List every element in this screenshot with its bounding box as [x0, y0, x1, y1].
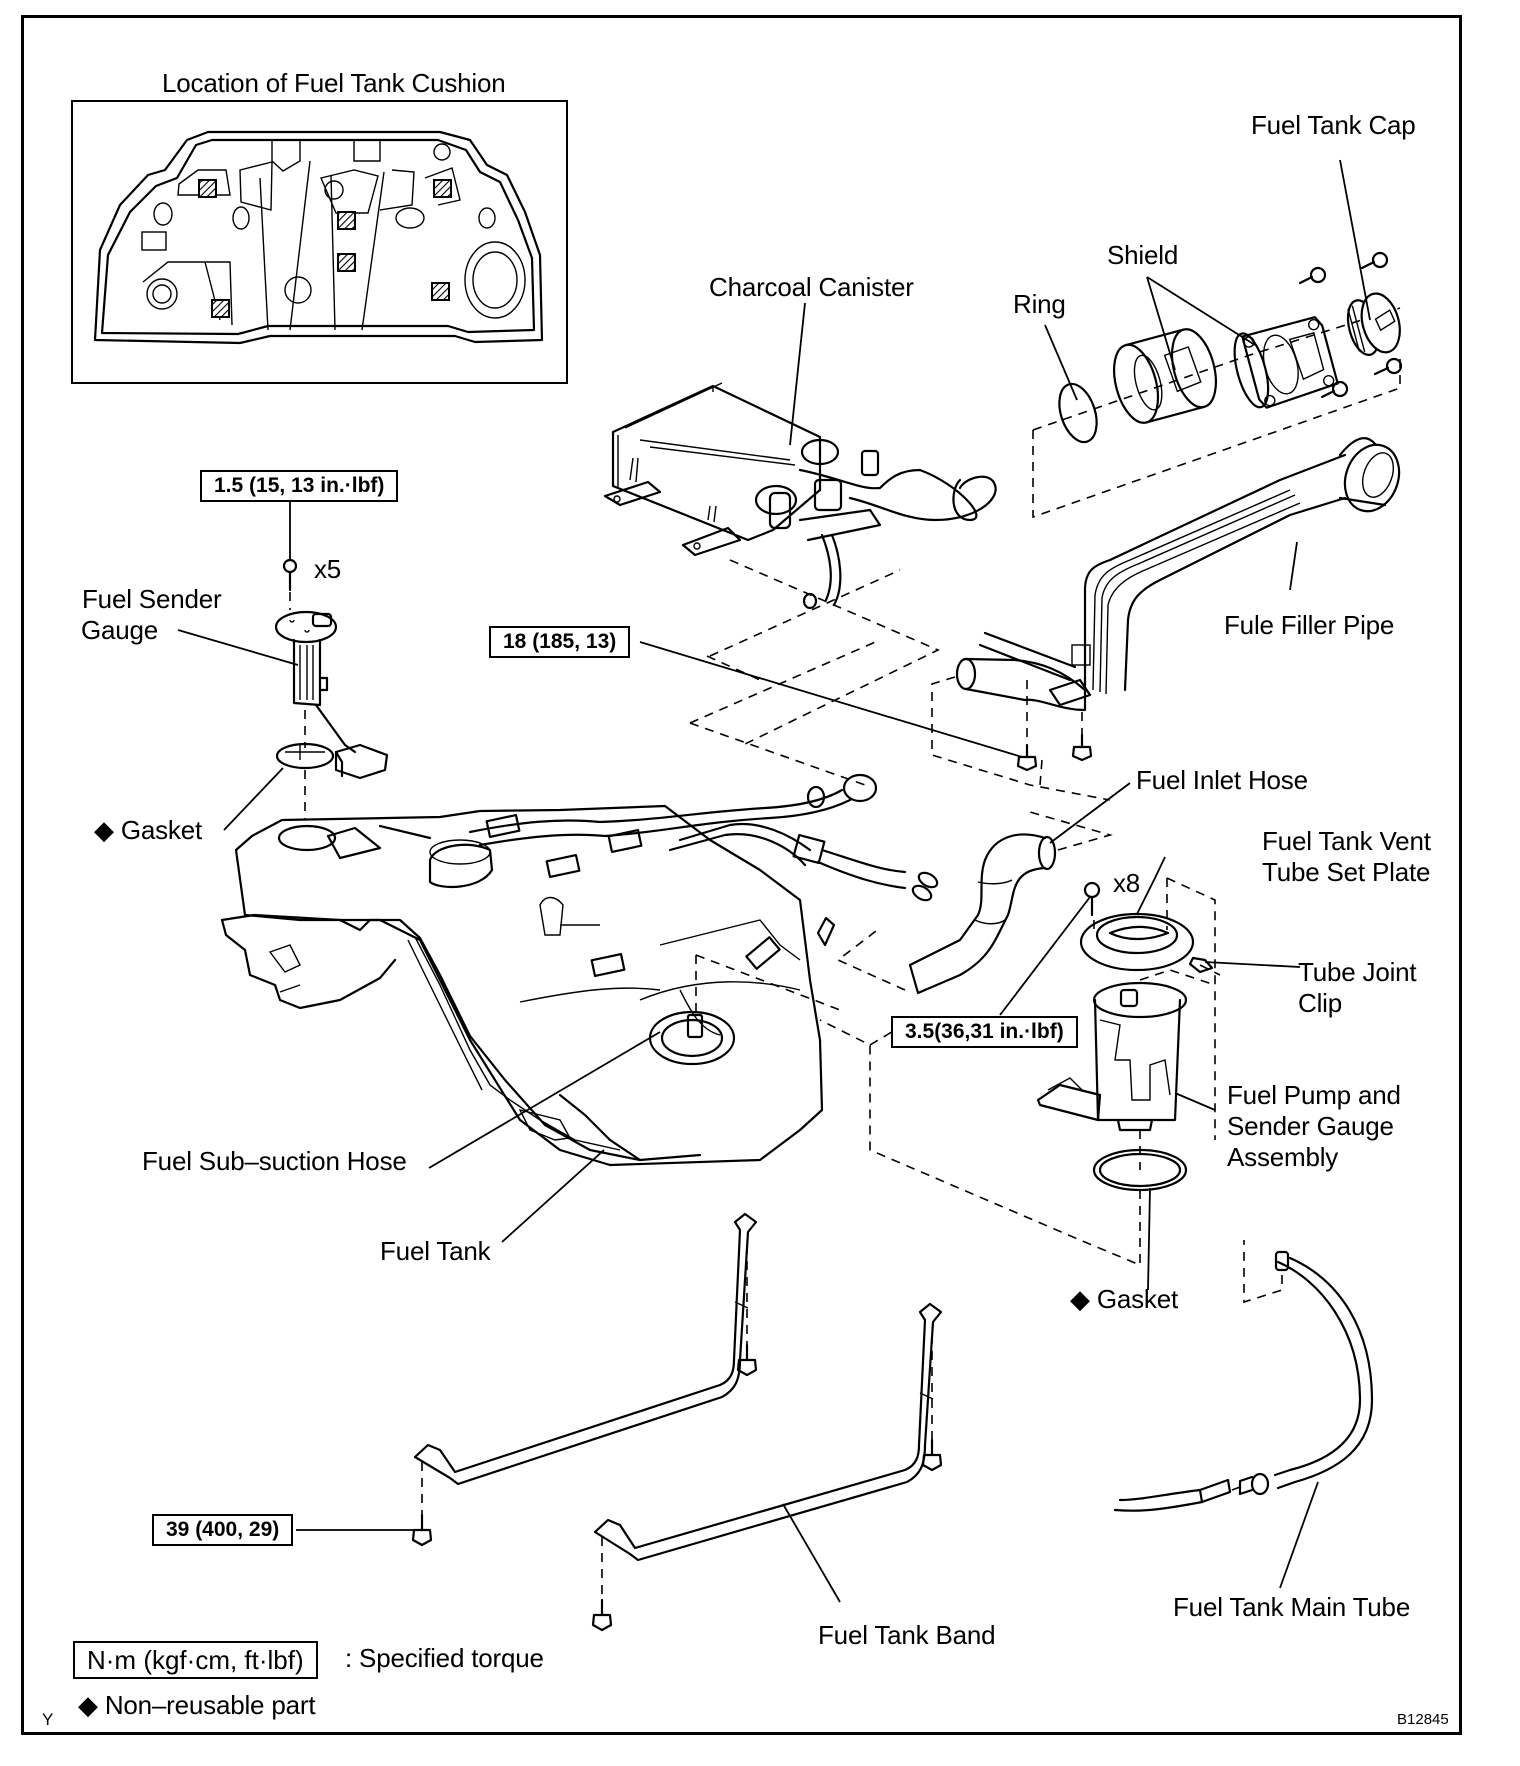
- label-fuel-tank-main-tube: Fuel Tank Main Tube: [1173, 1592, 1411, 1622]
- non-reusable-diamond-icon: ◆: [94, 815, 114, 845]
- label-vent-plate-1: Fuel Tank Vent: [1262, 826, 1431, 856]
- fuel-tank-main-tube: [1113, 1240, 1374, 1512]
- label-gasket-bottom: ◆ Gasket: [1070, 1284, 1178, 1315]
- label-vent-plate-2: Tube Set Plate: [1262, 857, 1431, 887]
- fuel-tank: [220, 773, 939, 1167]
- label-tube-joint-clip-1: Tube Joint: [1298, 957, 1417, 987]
- charcoal-canister: [603, 382, 997, 610]
- fuel-filler-pipe: [931, 437, 1401, 801]
- label-gasket-top-text: Gasket: [120, 815, 202, 845]
- label-charcoal-canister: Charcoal Canister: [709, 272, 914, 302]
- torque-sender-gauge-screw: 1.5 (15, 13 in.·lbf): [200, 470, 399, 502]
- label-fuel-sender-gauge-2: Gauge: [81, 615, 159, 645]
- label-pump-assembly-2: Sender Gauge: [1227, 1111, 1394, 1141]
- label-fuel-inlet-hose: Fuel Inlet Hose: [1136, 765, 1308, 795]
- torque-filler-pipe-bolt: 18 (185, 13): [489, 626, 631, 658]
- fuel-inlet-hose: [836, 811, 1113, 995]
- label-shield: Shield: [1107, 240, 1179, 270]
- label-pump-assembly-3: Assembly: [1227, 1142, 1339, 1172]
- leader-lines: [177, 159, 1371, 1603]
- diagram-frame: [21, 15, 1462, 1735]
- cushion-inset: [71, 100, 568, 384]
- label-fuel-sub-suction-hose: Fuel Sub–suction Hose: [142, 1146, 407, 1176]
- fuel-sender-gauge: [274, 497, 389, 820]
- legend-torque-units-box: N·m (kgf·cm, ft·lbf): [73, 1641, 318, 1679]
- label-fuel-tank-cap: Fuel Tank Cap: [1251, 110, 1416, 140]
- torque-tank-band-bolt: 39 (400, 29): [152, 1514, 294, 1546]
- non-reusable-diamond-icon: ◆: [78, 1690, 98, 1720]
- inset-title: Location of Fuel Tank Cushion: [162, 68, 506, 98]
- label-fuel-tank: Fuel Tank: [380, 1236, 491, 1266]
- pump-assembly: [819, 877, 1221, 1267]
- label-pump-assembly-1: Fuel Pump and: [1227, 1080, 1401, 1110]
- qty-vent-plate-screws: x8: [1113, 868, 1141, 898]
- label-gasket-top: ◆ Gasket: [94, 815, 202, 846]
- corner-mark: Y: [42, 1710, 54, 1729]
- qty-sender-gauge-screws: x5: [314, 554, 342, 584]
- label-ring: Ring: [1013, 289, 1066, 319]
- figure-id: B12845: [1397, 1711, 1449, 1728]
- non-reusable-diamond-icon: ◆: [1070, 1284, 1090, 1314]
- label-fuel-tank-band: Fuel Tank Band: [818, 1620, 996, 1650]
- label-fuel-filler-pipe: Fule Filler Pipe: [1224, 610, 1395, 640]
- label-gasket-bottom-text: Gasket: [1096, 1284, 1178, 1314]
- label-fuel-sender-gauge-1: Fuel Sender: [82, 584, 222, 614]
- label-tube-joint-clip-2: Clip: [1298, 988, 1342, 1018]
- fuel-tank-bands: [411, 1212, 943, 1632]
- filler-cap-group: [1032, 251, 1403, 519]
- legend-torque-desc: : Specified torque: [345, 1643, 544, 1673]
- legend-non-reusable: ◆ Non–reusable part: [78, 1690, 316, 1721]
- legend-non-reusable-text: Non–reusable part: [104, 1690, 316, 1720]
- torque-vent-plate-screw: 3.5(36,31 in.·lbf): [891, 1016, 1078, 1048]
